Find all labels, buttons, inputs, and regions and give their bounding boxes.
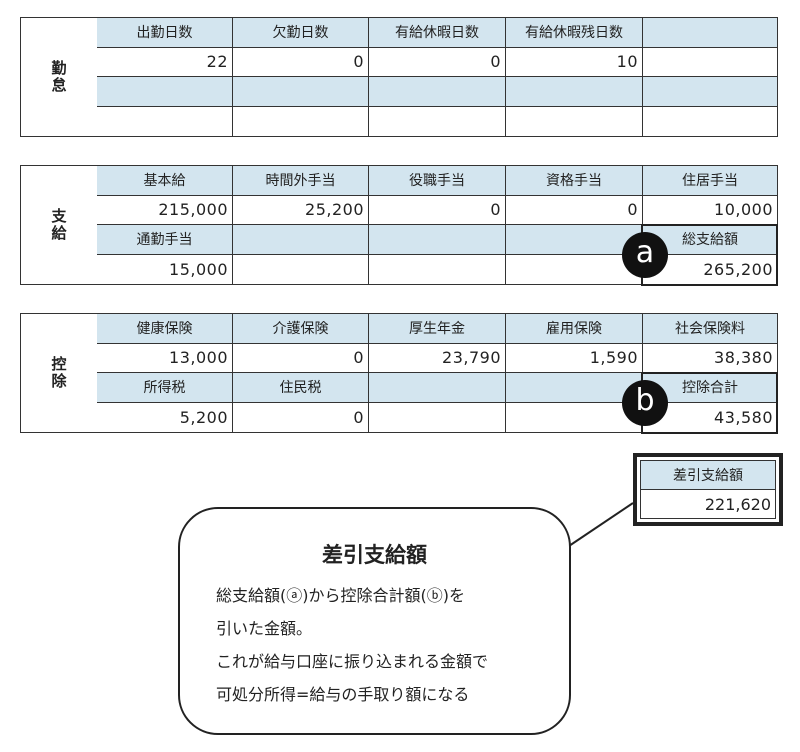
table-value-cell [643, 106, 777, 136]
table-header-cell [233, 77, 369, 107]
table-header-cell: 介護保険 [233, 314, 369, 344]
table-value-cell: 23,790 [369, 343, 506, 373]
table-value-cell: 43,580 [643, 402, 777, 432]
table-header-cell: 有給休暇日数 [369, 18, 506, 48]
table-header-cell: 健康保険 [97, 314, 233, 344]
table-header-cell: 有給休暇残日数 [506, 18, 643, 48]
table-header-cell: 住民税 [233, 373, 369, 403]
table-value-cell: 0 [233, 47, 369, 77]
table-value-cell: 0 [233, 402, 369, 432]
table-header-cell [506, 373, 643, 403]
table-value-cell [233, 254, 369, 284]
table-value-cell: 15,000 [97, 254, 233, 284]
table-header-cell [369, 225, 506, 255]
net-pay-value: 221,620 [704, 494, 771, 514]
table-header-cell [369, 373, 506, 403]
table-header-cell: 資格手当 [506, 166, 643, 196]
net-pay-box: 差引支給額 221,620 [633, 453, 783, 526]
table-value-cell [369, 106, 506, 136]
table-header-cell [506, 225, 643, 255]
table-value-cell [233, 106, 369, 136]
table-header-cell: 時間外手当 [233, 166, 369, 196]
explanation-callout: 差引支給額 総支給額(ⓐ)から控除合計額(ⓑ)を 引いた金額。 これが給与口座に… [178, 507, 571, 735]
callout-title: 差引支給額 [322, 543, 427, 567]
table-value-cell: 5,200 [97, 402, 233, 432]
table-value-cell: 0 [369, 47, 506, 77]
marker-a-badge: a [622, 232, 668, 278]
table-header-cell [643, 77, 777, 107]
marker-b-badge: b [622, 380, 668, 426]
table-header-cell [97, 77, 233, 107]
table-header-cell [233, 225, 369, 255]
section-label-attendance: 勤怠 [21, 18, 98, 136]
table-value-cell [369, 254, 506, 284]
table-value-cell [506, 402, 643, 432]
table-header-cell: 雇用保険 [506, 314, 643, 344]
table-header-cell: 欠勤日数 [233, 18, 369, 48]
callout-line: これが給与口座に振り込まれる金額で [216, 652, 489, 671]
table-value-cell [506, 106, 643, 136]
table-header-cell [369, 77, 506, 107]
callout-line: 引いた金額。 [216, 619, 313, 638]
table-header-cell: 出勤日数 [97, 18, 233, 48]
table-value-cell: 0 [506, 195, 643, 225]
table-header-cell: 社会保険料 [643, 314, 777, 344]
table-header-cell: 住居手当 [643, 166, 777, 196]
table-value-cell: 13,000 [97, 343, 233, 373]
table-value-cell: 25,200 [233, 195, 369, 225]
table-value-cell: 1,590 [506, 343, 643, 373]
table-value-cell: 215,000 [97, 195, 233, 225]
table-value-cell [506, 254, 643, 284]
callout-line: 総支給額(ⓐ)から控除合計額(ⓑ)を [216, 586, 465, 605]
table-value-cell: 10 [506, 47, 643, 77]
table-value-cell [643, 47, 777, 77]
net-pay-label: 差引支給額 [641, 461, 775, 490]
table-value-cell [369, 402, 506, 432]
callout-line: 可処分所得=給与の手取り額になる [216, 685, 470, 704]
table-header-cell: 厚生年金 [369, 314, 506, 344]
table-header-cell [506, 77, 643, 107]
table-header-cell [643, 18, 777, 48]
table-value-cell [97, 106, 233, 136]
table-value-cell: 0 [369, 195, 506, 225]
table-header-cell: 役職手当 [369, 166, 506, 196]
table-value-cell: 0 [233, 343, 369, 373]
callout-body: 総支給額(ⓐ)から控除合計額(ⓑ)を 引いた金額。 これが給与口座に振り込まれる… [216, 579, 559, 711]
table-value-cell: 38,380 [643, 343, 777, 373]
table-header-cell: 基本給 [97, 166, 233, 196]
table-header-cell: 通勤手当 [97, 225, 233, 255]
table-header-cell: 所得税 [97, 373, 233, 403]
table-value-cell: 22 [97, 47, 233, 77]
